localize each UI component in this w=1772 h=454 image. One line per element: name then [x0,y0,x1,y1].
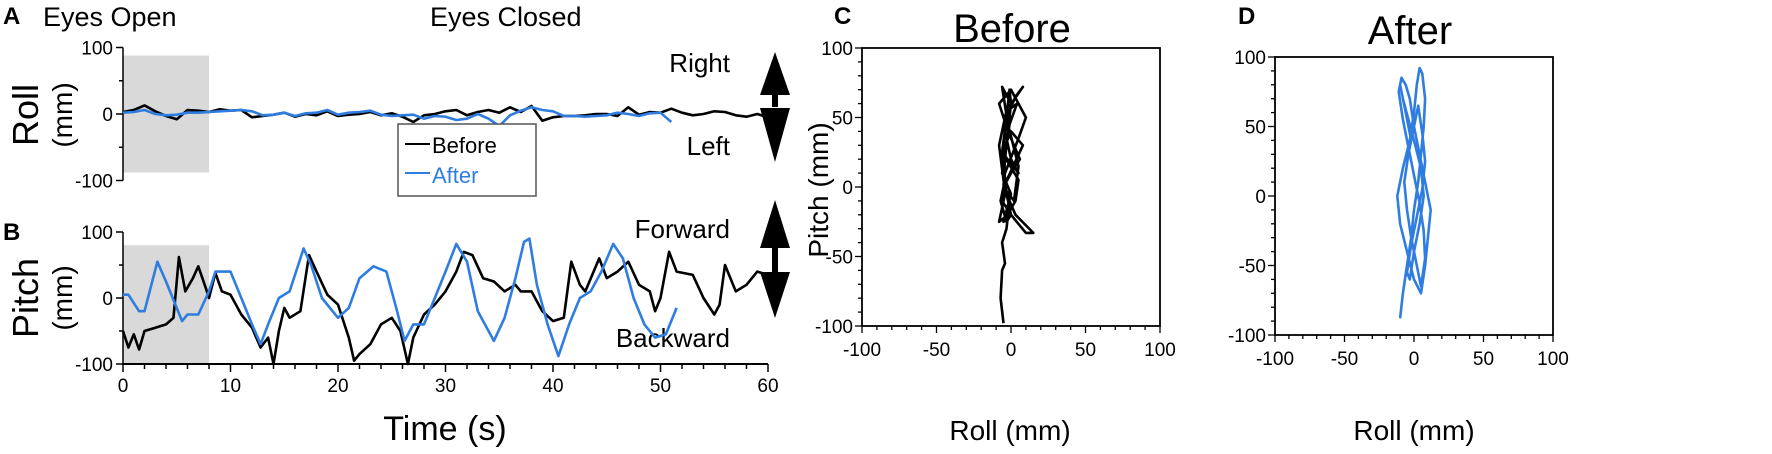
d-y-tick-label: -100 [1228,326,1266,347]
c-y-tick-label: 50 [832,109,853,130]
d-y-tick-label: 50 [1245,118,1266,139]
direction-backward: Backward [616,323,730,353]
pitch-double-arrow-icon [760,200,790,318]
b-y-tick-label: 0 [102,289,113,310]
a-y-tick-label: -100 [75,172,113,193]
roll-axis-title: Roll [5,84,46,146]
eyes-open-label: Eyes Open [43,2,177,32]
panel-label-d: D [1238,3,1255,30]
d-y-tick-label: 0 [1255,187,1266,208]
c-x-tick-label: 50 [1075,340,1096,361]
c-x-tick-label: 100 [1144,340,1176,361]
d-plot-frame [1274,56,1554,336]
b-x-tick-label: 30 [435,376,456,397]
d-x-tick-label: -50 [1331,349,1358,370]
c-x-axis-title: Roll (mm) [949,415,1070,446]
b-x-tick-label: 20 [327,376,348,397]
b-y-tick-label: 100 [81,223,113,244]
direction-right: Right [669,48,730,78]
b-x-tick-label: 10 [220,376,241,397]
b-x-tick-label: 50 [650,376,671,397]
c-y-tick-label: -100 [815,317,853,338]
time-axis-title: Time (s) [383,410,506,448]
b-x-tick-label: 0 [118,376,129,397]
pitch-axis-title: Pitch [5,258,46,338]
eyes-closed-label: Eyes Closed [430,2,582,32]
d-title: After [1368,9,1452,53]
panel-label-b: B [3,219,20,246]
a-series-after-line [122,106,673,128]
a-series-before-line [122,104,769,124]
d-x-axis-title: Roll (mm) [1353,415,1474,446]
legend-label-after: After [432,163,478,188]
d-x-tick-label: 50 [1473,349,1494,370]
roll-double-arrow-icon [760,52,790,162]
d-y-tick-label: 100 [1234,48,1266,69]
pitch-axis-unit: (mm) [47,265,78,330]
b-series-after-line [123,237,678,358]
roll-axis-unit: (mm) [47,82,78,147]
a-y-tick-label: 100 [81,39,113,60]
d-trajectory-line [1396,66,1432,319]
a-y-tick-label: 0 [102,105,113,126]
c-y-tick-label: -50 [826,248,853,269]
panel-label-c: C [834,3,851,30]
c-trajectory-line [997,85,1035,324]
d-y-tick-label: -50 [1239,257,1266,278]
panel-label-a: A [3,3,20,30]
c-y-axis-title: Pitch (mm) [803,122,834,257]
c-y-tick-label: 0 [842,178,853,199]
legend: Before After [397,123,537,197]
b-y-tick-label: -100 [75,355,113,376]
b-x-tick-label: 40 [542,376,563,397]
c-title: Before [953,7,1071,51]
c-x-tick-label: -100 [843,340,881,361]
d-x-tick-label: -100 [1256,349,1294,370]
d-x-tick-label: 100 [1537,349,1569,370]
c-x-tick-label: -50 [923,340,950,361]
c-x-tick-label: 0 [1006,340,1017,361]
b-x-tick-label: 60 [757,376,778,397]
direction-forward: Forward [635,214,730,244]
legend-label-before: Before [432,133,497,158]
d-x-tick-label: 0 [1409,349,1420,370]
direction-left: Left [687,131,731,161]
c-y-tick-label: 100 [821,39,853,60]
